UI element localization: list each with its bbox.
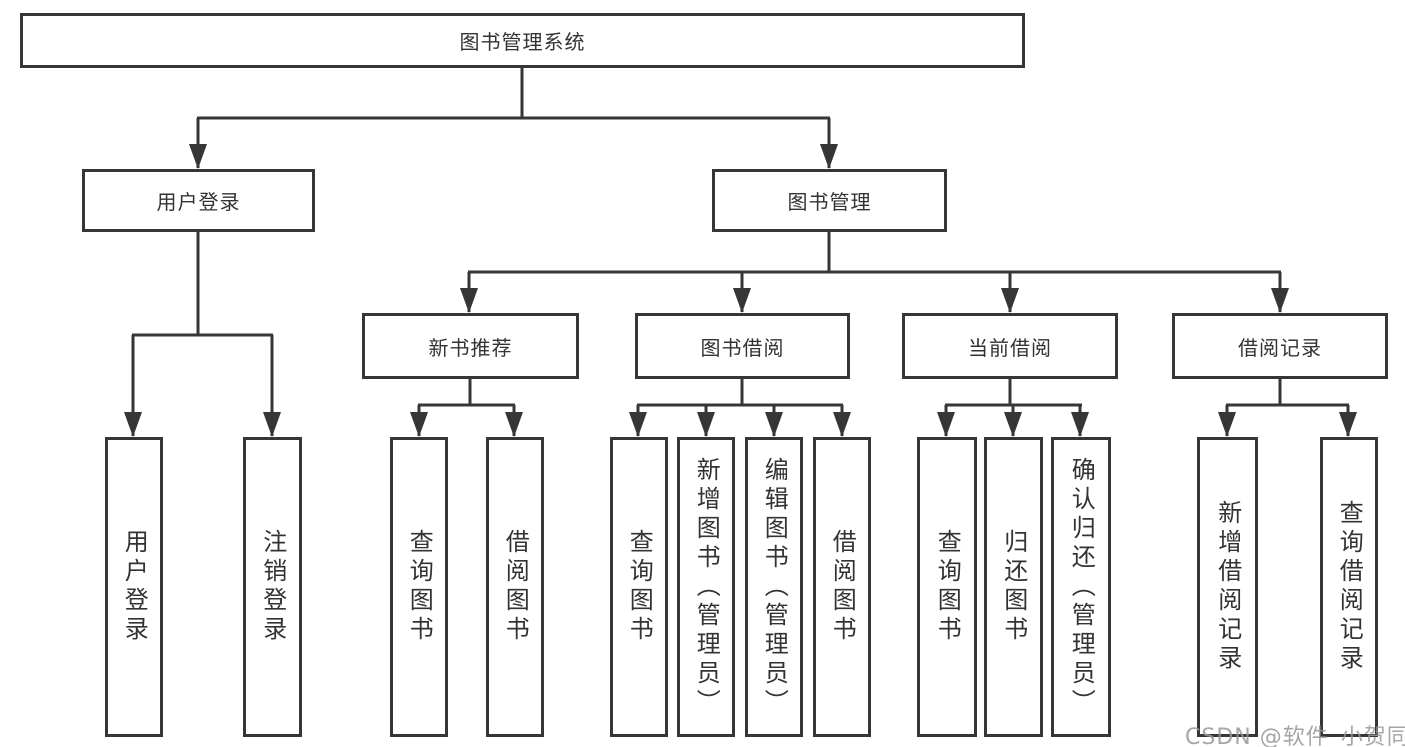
leaf-records-add-record: 新增借阅记录 xyxy=(1197,437,1258,737)
leaf-logout: 注销登录 xyxy=(243,437,302,737)
leaf-borrow-borrow-books: 借阅图书 xyxy=(813,437,871,737)
leaf-records-query-record: 查询借阅记录 xyxy=(1320,437,1378,737)
leaf-recommend-borrow-books: 借阅图书 xyxy=(486,437,544,737)
node-new-book-recommendation: 新书推荐 xyxy=(362,313,579,379)
leaf-current-query-books: 查询图书 xyxy=(917,437,977,737)
leaf-borrow-edit-books-admin: 编辑图书（管理员） xyxy=(745,437,803,737)
arrowhead-icons xyxy=(124,144,1357,437)
node-book-management: 图书管理 xyxy=(712,169,947,232)
node-book-borrowing: 图书借阅 xyxy=(635,313,850,379)
leaf-current-return-books: 归还图书 xyxy=(984,437,1043,737)
node-user-login: 用户登录 xyxy=(82,169,315,232)
node-borrowing-records: 借阅记录 xyxy=(1172,313,1388,379)
node-root-library-management-system: 图书管理系统 xyxy=(20,13,1025,68)
leaf-user-login: 用户登录 xyxy=(105,437,163,737)
leaf-borrow-query-books: 查询图书 xyxy=(610,437,668,737)
leaf-borrow-add-books-admin: 新增图书（管理员） xyxy=(677,437,735,737)
csdn-watermark: CSDN @软件_小贺同学 xyxy=(1185,725,1405,747)
leaf-current-confirm-return-admin: 确认归还（管理员） xyxy=(1051,437,1111,737)
node-current-borrowing: 当前借阅 xyxy=(902,313,1118,379)
leaf-recommend-query-books: 查询图书 xyxy=(390,437,448,737)
